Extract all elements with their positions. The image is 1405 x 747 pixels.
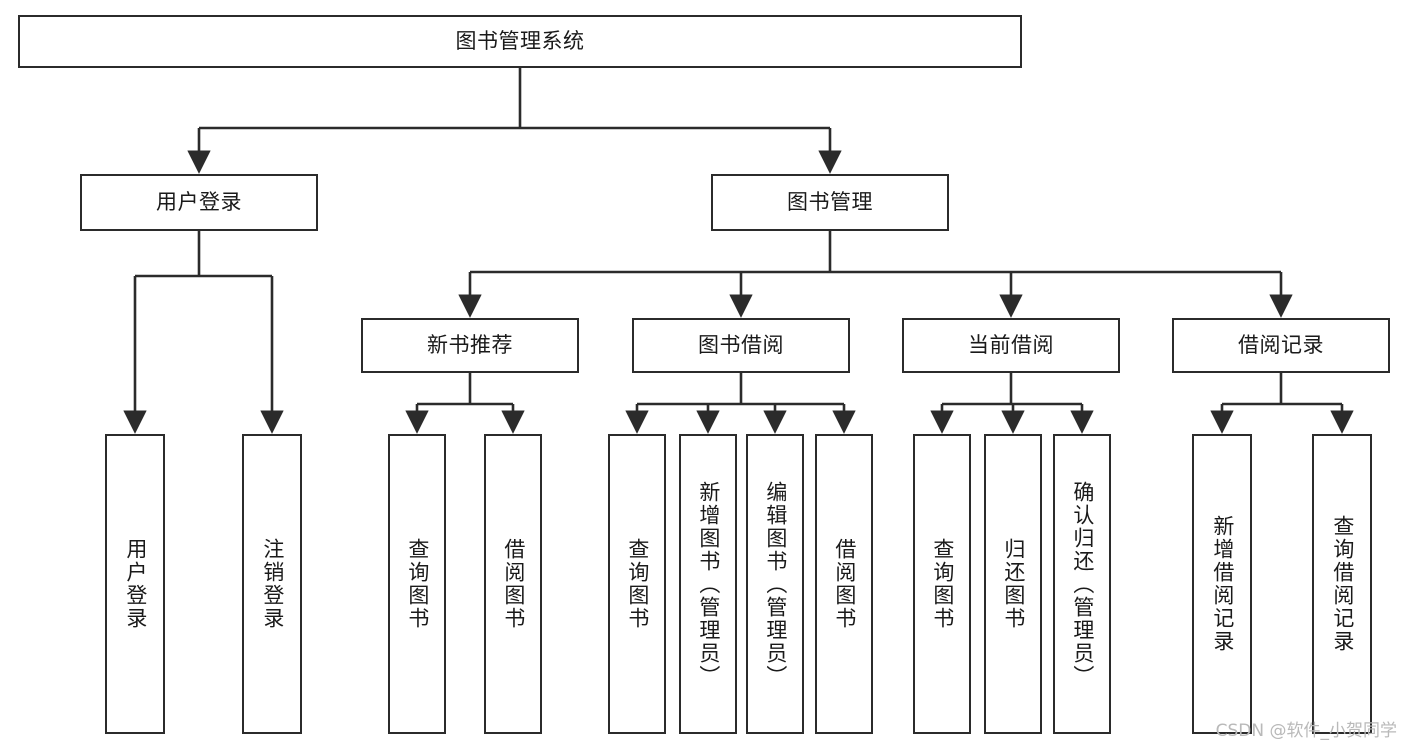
node-leaf-user-login[interactable]: 用户登录 — [105, 434, 165, 734]
node-current-borrow-label: 当前借阅 — [968, 333, 1054, 358]
node-leaf-query-book-current-label: 查询图书 — [930, 538, 955, 630]
node-leaf-borrow-book-rec-label: 借阅图书 — [501, 538, 526, 630]
node-new-book-recommend[interactable]: 新书推荐 — [361, 318, 579, 373]
node-leaf-query-book-rec-label: 查询图书 — [405, 538, 430, 630]
node-book-borrow[interactable]: 图书借阅 — [632, 318, 850, 373]
node-leaf-borrow-book-label: 借阅图书 — [832, 538, 857, 630]
node-root-label: 图书管理系统 — [455, 29, 585, 54]
node-leaf-query-borrow-record-label: 查询借阅记录 — [1330, 515, 1355, 653]
node-leaf-query-book-borrow-label: 查询图书 — [625, 538, 650, 630]
node-leaf-add-book-admin[interactable]: 新增图书（管理员） — [679, 434, 737, 734]
node-leaf-user-logout[interactable]: 注销登录 — [242, 434, 302, 734]
node-leaf-return-book-label: 归还图书 — [1001, 538, 1026, 630]
node-borrow-record-label: 借阅记录 — [1238, 333, 1324, 358]
node-leaf-confirm-return-admin-label: 确认归还（管理员） — [1070, 480, 1095, 688]
node-leaf-user-login-label: 用户登录 — [123, 538, 148, 630]
node-leaf-add-borrow-record[interactable]: 新增借阅记录 — [1192, 434, 1252, 734]
node-leaf-add-borrow-record-label: 新增借阅记录 — [1210, 515, 1235, 653]
node-user-login[interactable]: 用户登录 — [80, 174, 318, 231]
node-book-borrow-label: 图书借阅 — [698, 333, 784, 358]
node-current-borrow[interactable]: 当前借阅 — [902, 318, 1120, 373]
node-book-manage[interactable]: 图书管理 — [711, 174, 949, 231]
node-leaf-borrow-book[interactable]: 借阅图书 — [815, 434, 873, 734]
node-book-manage-label: 图书管理 — [787, 190, 873, 215]
node-leaf-query-borrow-record[interactable]: 查询借阅记录 — [1312, 434, 1372, 734]
node-borrow-record[interactable]: 借阅记录 — [1172, 318, 1390, 373]
node-leaf-edit-book-admin[interactable]: 编辑图书（管理员） — [746, 434, 804, 734]
node-root[interactable]: 图书管理系统 — [18, 15, 1022, 68]
node-leaf-edit-book-admin-label: 编辑图书（管理员） — [763, 480, 788, 688]
node-leaf-user-logout-label: 注销登录 — [260, 538, 285, 630]
node-leaf-confirm-return-admin[interactable]: 确认归还（管理员） — [1053, 434, 1111, 734]
node-leaf-query-book-borrow[interactable]: 查询图书 — [608, 434, 666, 734]
node-leaf-return-book[interactable]: 归还图书 — [984, 434, 1042, 734]
node-user-login-label: 用户登录 — [156, 190, 242, 215]
node-leaf-borrow-book-rec[interactable]: 借阅图书 — [484, 434, 542, 734]
node-leaf-add-book-admin-label: 新增图书（管理员） — [696, 480, 721, 688]
node-leaf-query-book-current[interactable]: 查询图书 — [913, 434, 971, 734]
node-new-book-recommend-label: 新书推荐 — [427, 333, 513, 358]
node-leaf-query-book-rec[interactable]: 查询图书 — [388, 434, 446, 734]
